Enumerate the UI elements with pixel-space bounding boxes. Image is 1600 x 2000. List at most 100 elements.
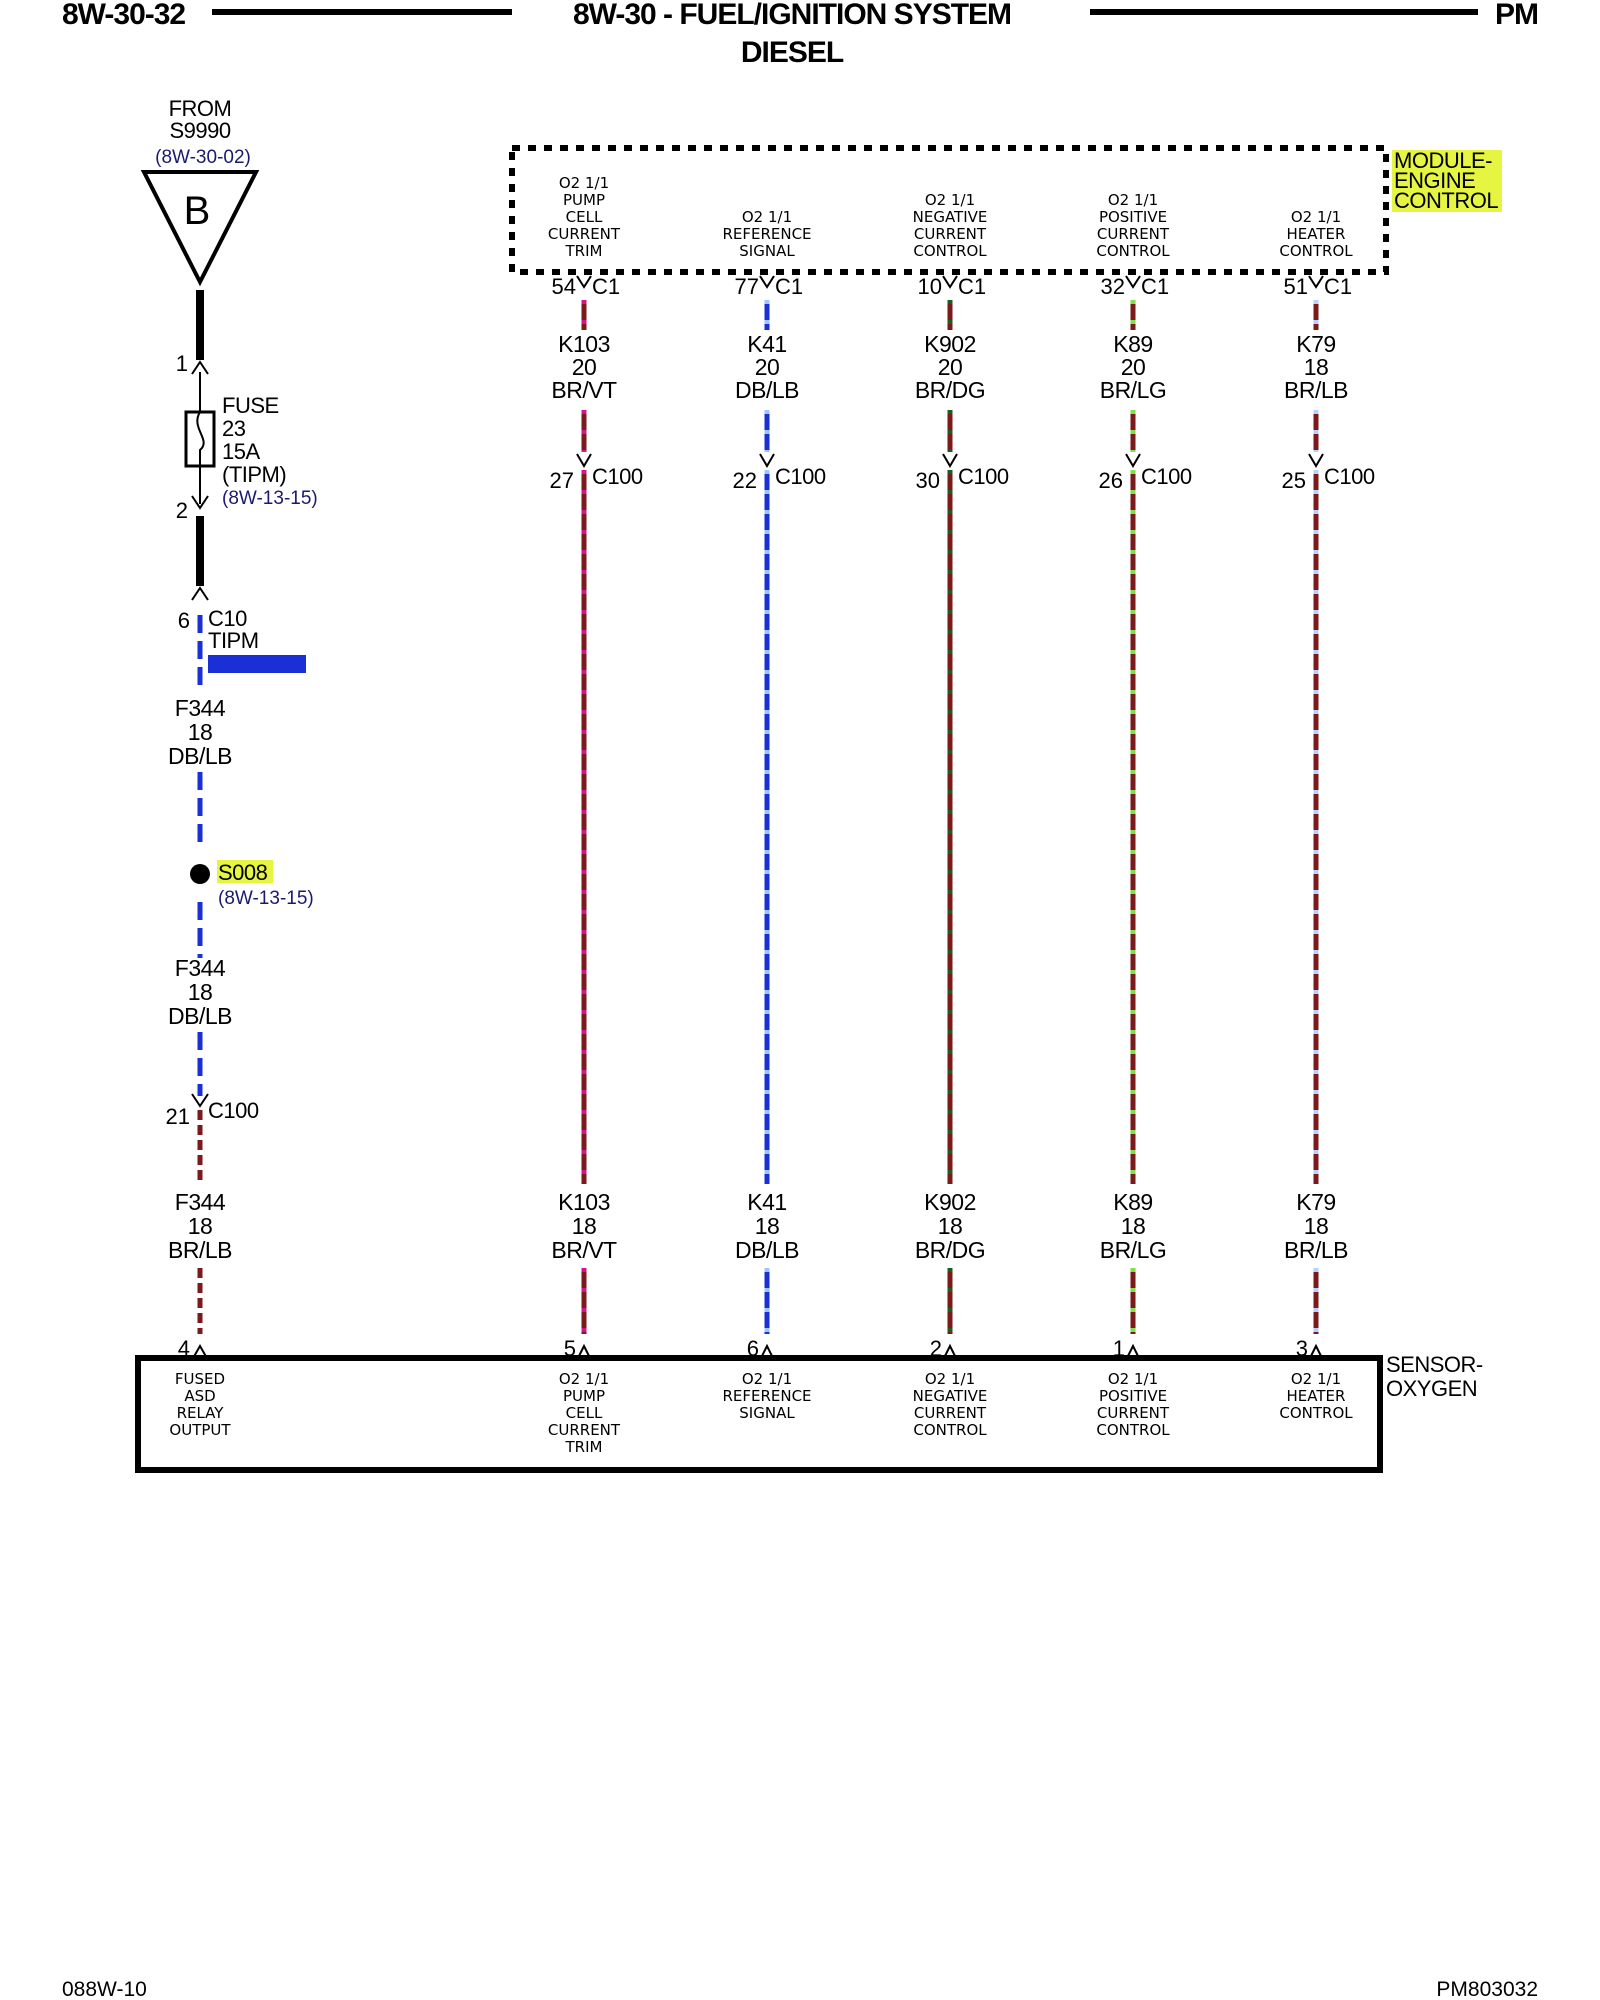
upper-wire-circuit: K902 bbox=[924, 331, 976, 357]
source-connector: FROM S9990 (8W-30-02) B bbox=[140, 96, 260, 287]
lower-wire-color: BR/VT bbox=[551, 1237, 617, 1263]
pcm-pin-number: 54 bbox=[552, 274, 576, 299]
pcm-pin-arrow-icon bbox=[1308, 275, 1324, 289]
sensor-function-label: O2 1/1 bbox=[559, 1370, 609, 1388]
fuse-rating: 15A bbox=[222, 439, 260, 464]
sensor-left-function-label: FUSED bbox=[175, 1370, 225, 1388]
sensor-oxygen-label-1: SENSOR- bbox=[1386, 1352, 1483, 1377]
upper-wire-gauge: 20 bbox=[572, 354, 597, 380]
pcm-function-label: REFERENCE bbox=[722, 225, 811, 243]
lower-wire-gauge: 18 bbox=[755, 1213, 780, 1239]
fuse-number: 23 bbox=[222, 416, 246, 441]
upper-wire-color: DB/LB bbox=[735, 377, 799, 403]
header-subtitle: DIESEL bbox=[741, 36, 844, 69]
upper-wire-gauge: 18 bbox=[1304, 354, 1329, 380]
sensor-pin-arrow-icon bbox=[759, 1343, 775, 1361]
sensor-function-label: NEGATIVE bbox=[913, 1387, 988, 1405]
pcm-connector-label: C1 bbox=[592, 274, 620, 299]
sensor-function-label: CONTROL bbox=[1279, 1404, 1353, 1422]
sensor-function-label: O2 1/1 bbox=[1291, 1370, 1341, 1388]
fuse-element-icon bbox=[196, 411, 205, 466]
module-engine-label-1: MODULE- bbox=[1394, 148, 1492, 173]
sensor-pin-number: 6 bbox=[747, 1336, 759, 1361]
c10-pin: 6 bbox=[178, 608, 190, 633]
left-mid-color: DB/LB bbox=[168, 1003, 232, 1029]
left-c100-pin: 21 bbox=[166, 1104, 190, 1129]
pcm-function-label: NEGATIVE bbox=[913, 208, 988, 226]
lower-wire-color: BR/LG bbox=[1100, 1237, 1167, 1263]
lower-wire-gauge: 18 bbox=[572, 1213, 597, 1239]
sensor-pin-number: 5 bbox=[564, 1336, 576, 1361]
lower-wire-gauge: 18 bbox=[1121, 1213, 1146, 1239]
footer: 088W-10 PM803032 bbox=[62, 1978, 1538, 2000]
pcm-function-label: CONTROL bbox=[1096, 242, 1170, 260]
sensor-function-label: SIGNAL bbox=[739, 1404, 795, 1422]
c100-pin-number: 22 bbox=[733, 468, 757, 493]
left-upper-color: DB/LB bbox=[168, 743, 232, 769]
c10-connector: C10 bbox=[208, 606, 247, 631]
lower-wire-circuit: K79 bbox=[1296, 1189, 1335, 1215]
lower-wire-circuit: K89 bbox=[1113, 1189, 1152, 1215]
pcm-function-label: O2 1/1 bbox=[1108, 191, 1158, 209]
pcm-function-label: CELL bbox=[566, 208, 603, 226]
pcm-pin-number: 77 bbox=[735, 274, 759, 299]
left-c100-connector: C100 bbox=[208, 1098, 259, 1123]
fuse-pin2-arrow-icon bbox=[191, 495, 209, 510]
fuse-location: (TIPM) bbox=[222, 462, 286, 487]
pcm-function-label: TRIM bbox=[565, 242, 603, 260]
pcm-connector-label: C1 bbox=[1324, 274, 1352, 299]
c100-arrow-icon bbox=[576, 453, 592, 468]
c10-arrow-icon bbox=[191, 586, 209, 601]
upper-wire-circuit: K79 bbox=[1296, 331, 1335, 357]
sensor-function-label: CONTROL bbox=[913, 1421, 987, 1439]
pcm-function-label: CURRENT bbox=[914, 225, 987, 243]
pcm-pin-number: 10 bbox=[918, 274, 942, 299]
sensor-oxygen-label-2: OXYGEN bbox=[1386, 1376, 1477, 1401]
lower-wire-gauge: 18 bbox=[1304, 1213, 1329, 1239]
left-c100-arrow-icon bbox=[191, 1093, 209, 1108]
c100-pin-number: 27 bbox=[550, 468, 574, 493]
module-engine-highlight bbox=[1392, 150, 1502, 212]
pcm-function-label: O2 1/1 bbox=[559, 174, 609, 192]
sensor-left-function-label: ASD bbox=[184, 1387, 215, 1405]
sensor-function-label: HEATER bbox=[1287, 1387, 1346, 1405]
c100-connector-label: C100 bbox=[958, 464, 1009, 489]
source-ref-label: (8W-30-02) bbox=[155, 147, 251, 168]
left-lower-circuit: F344 bbox=[175, 1189, 226, 1215]
pcm-pin-arrow-icon bbox=[759, 275, 775, 289]
fuse-pin1-arrow-icon bbox=[191, 360, 209, 375]
header-page-code: 8W-30-32 bbox=[62, 0, 185, 31]
sensor-function-label: CURRENT bbox=[1097, 1404, 1170, 1422]
sensor-pin-arrow-icon bbox=[942, 1343, 958, 1361]
pcm-function-label: CONTROL bbox=[1279, 242, 1353, 260]
sensor-function-label: PUMP bbox=[563, 1387, 605, 1405]
pcm-function-label: CONTROL bbox=[913, 242, 987, 260]
left-upper-gauge: 18 bbox=[188, 719, 213, 745]
sensor-function-label: TRIM bbox=[565, 1438, 603, 1456]
header-right-code: PM bbox=[1495, 0, 1538, 31]
sensor-function-label: POSITIVE bbox=[1099, 1387, 1167, 1405]
fuse-label: FUSE bbox=[222, 393, 279, 418]
pcm-pin-number: 51 bbox=[1284, 274, 1308, 299]
sensor-function-label: O2 1/1 bbox=[925, 1370, 975, 1388]
upper-wire-color: BR/DG bbox=[915, 377, 985, 403]
sensor-left-pin: 4 bbox=[178, 1336, 190, 1361]
upper-wire-circuit: K103 bbox=[558, 331, 610, 357]
c100-pin-number: 25 bbox=[1282, 468, 1306, 493]
lower-wire-color: BR/LB bbox=[1284, 1237, 1348, 1263]
sensor-oxygen-box bbox=[135, 1355, 1383, 1473]
c100-arrow-icon bbox=[1308, 453, 1324, 468]
module-engine-box bbox=[509, 145, 1389, 275]
c100-arrow-icon bbox=[759, 453, 775, 468]
fuse-pin-bottom: 2 bbox=[176, 498, 188, 523]
upper-wire-gauge: 20 bbox=[1121, 354, 1146, 380]
sensor-function-label: CONTROL bbox=[1096, 1421, 1170, 1439]
left-mid-gauge: 18 bbox=[188, 979, 213, 1005]
